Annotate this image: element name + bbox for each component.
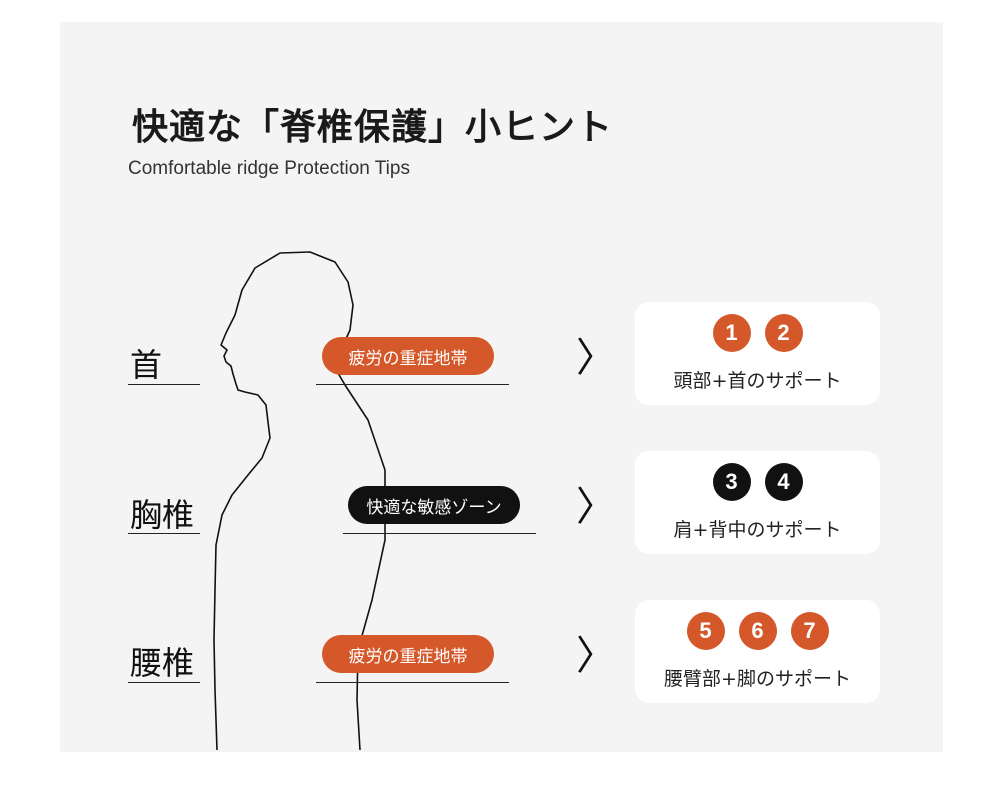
support-label: 腰臂部+脚のサポート <box>664 668 851 690</box>
tag-underline <box>316 682 509 683</box>
zone-label-thoracic: 胸椎 <box>130 496 195 534</box>
chevron-right-icon: 〉 <box>576 335 616 381</box>
zone-tag-fatigue: 疲労の重症地帯 <box>322 635 494 673</box>
zone-label-lumbar: 腰椎 <box>130 644 195 682</box>
number-badge-4: 4 <box>764 463 803 501</box>
zone-underline <box>128 533 200 534</box>
support-card-hip-leg: 5 6 7 腰臂部+脚のサポート <box>635 600 880 703</box>
tag-underline <box>343 533 536 534</box>
page-title: 快適な「脊椎保護」小ヒント <box>132 107 614 148</box>
support-label: 頭部+首のサポート <box>673 370 842 392</box>
number-badge-7: 7 <box>790 612 829 650</box>
support-label: 肩+背中のサポート <box>673 519 842 541</box>
number-badge-1: 1 <box>712 314 751 352</box>
number-badge-3: 3 <box>712 463 751 501</box>
number-badge-5: 5 <box>686 612 725 650</box>
chevron-right-icon: 〉 <box>576 633 616 679</box>
zone-label-neck: 首 <box>130 346 163 384</box>
zone-tag-comfort: 快適な敏感ゾーン <box>348 486 520 524</box>
number-badge-6: 6 <box>738 612 777 650</box>
zone-tag-fatigue: 疲労の重症地帯 <box>322 337 494 375</box>
number-badges: 1 2 <box>635 314 880 352</box>
zone-underline <box>128 682 200 683</box>
support-card-shoulder-back: 3 4 肩+背中のサポート <box>635 451 880 554</box>
number-badges: 3 4 <box>635 463 880 501</box>
tag-underline <box>316 384 509 385</box>
number-badges: 5 6 7 <box>635 612 880 650</box>
chevron-right-icon: 〉 <box>576 484 616 530</box>
number-badge-2: 2 <box>764 314 803 352</box>
zone-underline <box>128 384 200 385</box>
support-card-head-neck: 1 2 頭部+首のサポート <box>635 302 880 405</box>
page-subtitle: Comfortable ridge Protection Tips <box>128 158 410 179</box>
